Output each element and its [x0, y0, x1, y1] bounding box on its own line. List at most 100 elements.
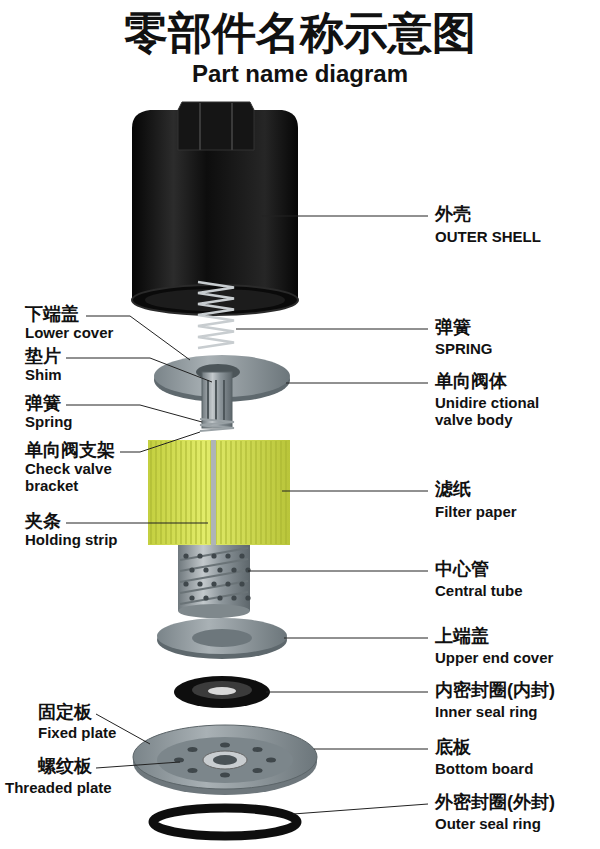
part-label: 外壳	[435, 204, 471, 225]
tube-hole	[217, 567, 222, 572]
paper-pleat	[276, 441, 277, 544]
paper-pleat	[251, 441, 252, 544]
bracket-slot	[207, 380, 209, 420]
leader-line	[66, 358, 212, 382]
paper-pleat	[156, 441, 157, 544]
leader-line	[248, 571, 428, 572]
part-label: 下端盖	[25, 304, 79, 325]
paper-pleat	[166, 441, 167, 544]
paper-pleat	[186, 441, 187, 544]
paper-pleat	[286, 441, 287, 544]
leader-line	[266, 692, 428, 693]
part-label: 单向阀支架	[25, 440, 115, 461]
tube-groove	[180, 592, 248, 604]
shell-hex-edge	[231, 103, 233, 150]
tube-hole	[245, 595, 250, 600]
tube-hole	[211, 581, 216, 586]
paper-pleat	[261, 441, 262, 544]
plate-hole	[253, 768, 263, 773]
title: 零部件名称示意图	[0, 8, 600, 59]
tube-hole	[197, 581, 202, 586]
inner-seal-hole	[208, 687, 236, 695]
plate-hole	[220, 743, 230, 748]
spring-symbol	[200, 419, 234, 431]
tube-hole	[203, 567, 208, 572]
part-label: 单向阀体	[435, 371, 507, 392]
tube-hole	[211, 553, 216, 558]
paper-pleat	[271, 441, 272, 544]
paper-pleat	[151, 441, 152, 544]
tube-hole	[183, 553, 188, 558]
tube-hole	[189, 595, 194, 600]
part-label: Spring	[25, 413, 73, 430]
outer-seal-ring	[153, 808, 297, 836]
paper-pleat	[246, 441, 247, 544]
upper-cover-center	[192, 629, 252, 647]
leader-line	[236, 329, 428, 330]
leader-line	[96, 762, 180, 768]
paper-pleat	[231, 441, 232, 544]
leader-line	[282, 491, 428, 492]
paper-pleat	[221, 441, 222, 544]
paper-pleat	[201, 441, 202, 544]
paper-pleat	[161, 441, 162, 544]
part-label: 外密封圈(外封)	[435, 792, 555, 813]
filter-paper	[148, 440, 290, 545]
part-label: 上端盖	[435, 626, 489, 647]
part-label: Unidire ctional valve body	[435, 394, 570, 429]
part-label: 夹条	[25, 511, 61, 532]
tube-hole	[203, 595, 208, 600]
tube-hole	[217, 595, 222, 600]
leader-line	[293, 804, 428, 814]
paper-pleat	[206, 441, 207, 544]
tube-hole	[245, 567, 250, 572]
part-label: 内密封圈(内封)	[435, 680, 555, 701]
part-label: Threaded plate	[5, 779, 112, 796]
part-label: Bottom board	[435, 760, 533, 777]
shell-hex-edge	[199, 103, 201, 150]
spring-symbol	[198, 282, 234, 348]
part-label: Shim	[25, 366, 62, 383]
inner-seal-inner	[192, 681, 252, 699]
paper-pleat	[281, 441, 282, 544]
tube-hole	[239, 553, 244, 558]
fixed-plate	[157, 737, 293, 783]
part-label: Lower cover	[25, 324, 113, 341]
part-label: Check valve bracket	[25, 460, 125, 495]
plate-hole	[187, 768, 197, 773]
tube-hole	[183, 581, 188, 586]
shell-hex	[178, 102, 254, 150]
leader-line	[66, 523, 208, 524]
tube-hole	[225, 553, 230, 558]
tube-bottom	[178, 604, 250, 618]
paper-pleat	[266, 441, 267, 544]
leader-line	[120, 432, 200, 452]
part-label: Upper end cover	[435, 649, 553, 666]
tube-groove	[180, 581, 248, 593]
paper-pleat	[196, 441, 197, 544]
part-label: Holding strip	[25, 531, 118, 548]
part-label: 弹簧	[435, 317, 471, 338]
central-tube	[178, 545, 250, 611]
threaded-plate	[203, 751, 247, 769]
tube-hole	[231, 595, 236, 600]
part-label: Inner seal ring	[435, 703, 538, 720]
tube-hole	[225, 581, 230, 586]
paper-pleat	[226, 441, 227, 544]
part-label: Filter paper	[435, 503, 517, 520]
part-label: 螺纹板	[38, 756, 92, 777]
plate-hole	[253, 747, 263, 752]
tube-hole	[231, 567, 236, 572]
plate-hole	[220, 773, 230, 778]
part-label: Outer seal ring	[435, 815, 541, 832]
part-label: OUTER SHELL	[435, 228, 541, 245]
part-label: 中心管	[435, 559, 489, 580]
part-label: Fixed plate	[38, 724, 116, 741]
holding-strip	[211, 440, 216, 545]
subtitle: Part name diagram	[0, 60, 600, 88]
inner-seal-ring	[174, 676, 270, 708]
part-label: 弹簧	[25, 393, 61, 414]
paper-pleat	[176, 441, 177, 544]
part-label: SPRING	[435, 340, 493, 357]
